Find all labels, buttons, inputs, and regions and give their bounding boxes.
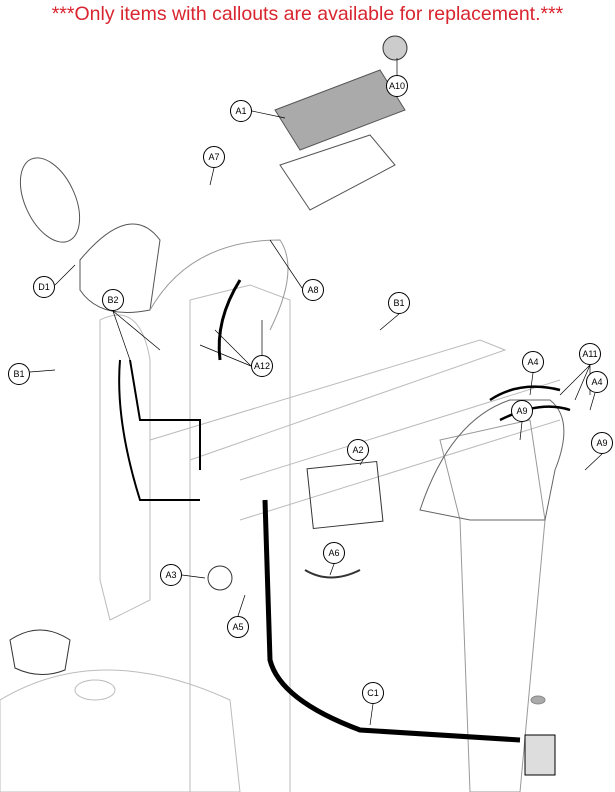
callout-c1: C1 xyxy=(362,682,384,704)
callout-a3: A3 xyxy=(160,564,182,586)
callout-a11: A11 xyxy=(579,343,601,365)
callout-d1: D1 xyxy=(33,276,55,298)
callout-a9-right: A9 xyxy=(591,432,613,454)
replacement-notice: ***Only items with callouts are availabl… xyxy=(51,3,564,25)
overlay-label xyxy=(274,69,406,151)
callout-a12: A12 xyxy=(251,355,273,377)
callout-a5: A5 xyxy=(227,616,249,638)
callout-b2: B2 xyxy=(102,289,124,311)
callout-a9-left: A9 xyxy=(511,400,533,422)
callout-b1-left: B1 xyxy=(8,363,30,385)
callout-a7: A7 xyxy=(203,146,225,168)
callout-a1: A1 xyxy=(230,100,252,122)
callout-a10: A10 xyxy=(386,75,408,97)
callout-a4-right: A4 xyxy=(586,371,608,393)
callout-b1-right: B1 xyxy=(388,292,410,314)
callout-a8: A8 xyxy=(302,279,324,301)
callout-a4-left: A4 xyxy=(522,351,544,373)
callout-a6: A6 xyxy=(323,542,345,564)
callout-a2: A2 xyxy=(347,439,369,461)
